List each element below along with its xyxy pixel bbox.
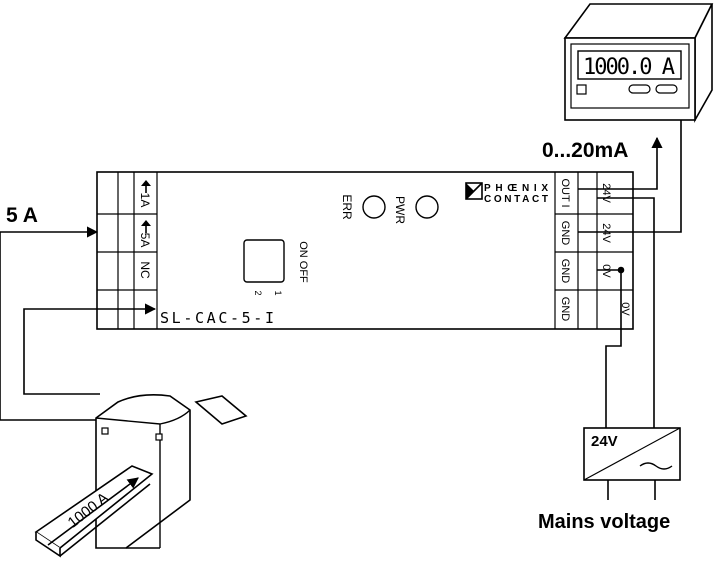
panel-meter: 1000.0 A (563, 3, 714, 124)
meter-display (577, 50, 682, 80)
power-supply (583, 427, 681, 500)
current-transformer (95, 394, 248, 549)
power-supply-label: 24V (591, 433, 618, 450)
terminal-gnd-2-label: GND (559, 259, 571, 284)
terminal-0v-1-label: 0V (600, 264, 612, 278)
terminal-5a-label: 5A (138, 233, 152, 248)
signal-label: 0...20mA (542, 139, 628, 162)
dip-switch-pos-2: 2 (253, 290, 263, 295)
supply-wires (597, 197, 655, 428)
output-signal-wires (578, 120, 682, 233)
terminal-gnd-3-label: GND (559, 297, 571, 322)
terminal-out-i-label: OUT I (559, 178, 571, 207)
terminal-arrow-5a (141, 220, 151, 233)
dip-switch[interactable] (243, 239, 285, 283)
pwr-led (415, 195, 439, 219)
terminal-arrow-1a (141, 180, 151, 193)
measuring-transducer-module (96, 171, 634, 330)
input-wires (0, 226, 157, 421)
logo-line-1: PHŒNIX (484, 183, 548, 194)
terminal-nc-label: NC (138, 261, 152, 279)
terminal-1a-label: 1A (138, 193, 152, 208)
busbar (34, 465, 154, 558)
meter-display-value: 1000.0 A (583, 55, 675, 80)
meter-button-left (628, 84, 651, 94)
mains-voltage-label: Mains voltage (538, 511, 670, 533)
logo-line-2: CONTACT (484, 194, 548, 205)
terminal-0v-2-label: 0V (619, 302, 631, 316)
terminal-24v-1-label: 24V (600, 183, 612, 203)
meter-button-right (655, 84, 678, 94)
input-current-label: 5 A (6, 204, 38, 227)
terminal-gnd-1-label: GND (559, 221, 571, 246)
dip-switch-pos-1: 1 (273, 290, 283, 295)
err-led (362, 195, 386, 219)
meter-key-icon (576, 84, 587, 95)
dip-switch-on-off-label: ON OFF (297, 241, 309, 283)
terminal-24v-2-label: 24V (600, 223, 612, 243)
phoenix-contact-logo: PHŒNIX CONTACT (465, 182, 548, 205)
pwr-led-label: PWR (393, 196, 407, 224)
err-led-label: ERR (340, 194, 354, 220)
